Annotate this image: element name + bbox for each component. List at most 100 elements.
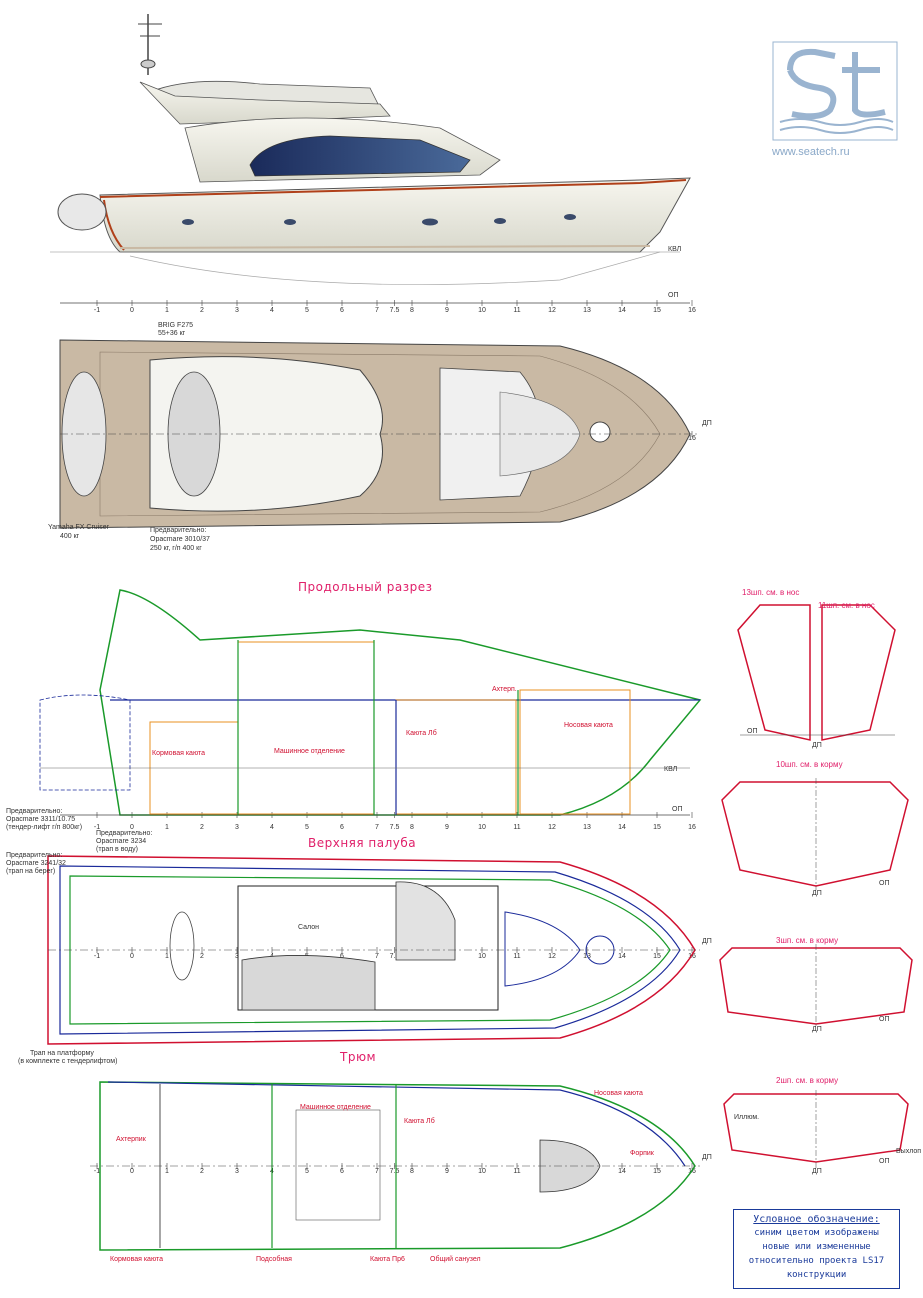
section-note2-a: Предварительно: (96, 830, 153, 837)
legend-box: Условное обозначение: синим цветом изобр… (733, 1209, 900, 1289)
crane-label-2: Opacmare 3010/37 (150, 536, 210, 543)
legend-line-1: синим цветом изображены (754, 1228, 879, 1238)
hold-room-cabin-lb: Каюта Лб (404, 1118, 435, 1125)
legend-line-3: относительно проекта LS17 (748, 1256, 885, 1266)
section-10-op: ОП (879, 880, 890, 887)
upper-deck-title: Верхняя палуба (308, 836, 417, 850)
station-label: 12 (548, 953, 556, 960)
ladder-label-1: Трап на платформу (30, 1050, 94, 1057)
hold-dp: ДП (702, 1154, 712, 1161)
boat-label: BRIG F275 (158, 322, 194, 329)
station-label: 14 (618, 307, 626, 314)
station-label: 1 (165, 953, 169, 960)
section-note2-c: (трап в воду) (96, 846, 139, 853)
section-room-engine: Машинное отделение (274, 748, 345, 755)
station-label: 11 (513, 307, 520, 314)
station-label: 15 (653, 953, 661, 960)
station-label: -1 (94, 824, 100, 831)
station-label: 10 (478, 307, 486, 314)
section-13-op: ОП (747, 728, 758, 735)
legend-title: Условное обозначение: (753, 1214, 880, 1225)
hold-room-forpik: Форпик (630, 1150, 654, 1157)
station-label: 14 (618, 824, 626, 831)
station-label: 0 (130, 824, 134, 831)
station-label: 14 (618, 1168, 626, 1175)
section-3-op: ОП (879, 1016, 890, 1023)
section-2-right-label: Выхлоп (896, 1148, 922, 1155)
legend-line-4: конструкции (786, 1270, 847, 1280)
station-label: 16 (688, 435, 696, 442)
station-label: 3 (235, 307, 239, 314)
section-13-dp: ДП (812, 742, 822, 749)
station-label: 1 (165, 307, 169, 314)
station-label: 15 (653, 824, 661, 831)
site-url[interactable]: www.seatech.ru (772, 146, 850, 158)
section-11-title: 11шп. см. в нос (818, 601, 875, 610)
section-room-cabin-lb: Каюта Лб (406, 730, 437, 737)
station-label: 7 (375, 824, 379, 831)
upper-deck-note-b: Opacmare 3241/32 (6, 860, 66, 867)
section-3-dp: ДП (812, 1026, 822, 1033)
station-label: 5 (305, 307, 309, 314)
section-2-op: ОП (879, 1158, 890, 1165)
seatech-logo-icon (772, 41, 898, 141)
station-label: 6 (340, 953, 344, 960)
station-label: 1 (165, 824, 169, 831)
jet-label: Yamaha FX Cruiser (48, 524, 109, 531)
station-label: 11 (513, 824, 520, 831)
upper-deck-note-a: Предварительно: (6, 852, 63, 859)
station-label: 13 (583, 824, 591, 831)
section-2 (723, 1090, 909, 1168)
station-label: 3 (235, 1168, 239, 1175)
station-label: 2 (200, 824, 204, 831)
station-label: 6 (340, 307, 344, 314)
station-label: 2 (200, 953, 204, 960)
station-label: 16 (688, 953, 696, 960)
upper-deck-dp: ДП (702, 938, 712, 945)
section-room-aft-cabin: Кормовая каюта (152, 750, 206, 757)
profile-op-label: ОП (668, 292, 679, 299)
station-label: 9 (445, 307, 449, 314)
ladder-label-2: (в комплекте с тендерлифтом) (18, 1058, 118, 1065)
station-label: -1 (94, 1168, 100, 1175)
station-label: -1 (94, 307, 100, 314)
station-label: 8 (410, 824, 414, 831)
station-label: 8 (410, 1168, 414, 1175)
section-3-title: 3шп. см. в корму (776, 936, 839, 945)
section-room-akhterp: Ахтерп. (492, 686, 517, 693)
station-label: -1 (94, 953, 100, 960)
boat-weight: 55+36 кг (158, 330, 186, 337)
hold-bottom-wc: Общий санузел (430, 1256, 481, 1263)
station-label: 16 (688, 307, 696, 314)
top-plan-view (59, 339, 700, 529)
upper-deck-plan (47, 855, 700, 1045)
section-3 (719, 944, 913, 1028)
top-plan-dp: ДП (702, 420, 712, 427)
section-10-title: 10шп. см. в корму (776, 760, 843, 769)
station-label: 7 (375, 1168, 379, 1175)
station-label: 9 (445, 1168, 449, 1175)
section-2-title: 2шп. см. в корму (776, 1076, 839, 1085)
profile-view (50, 14, 691, 304)
station-label: 1 (165, 1168, 169, 1175)
hold-plan (90, 1081, 700, 1251)
section-10 (721, 778, 909, 890)
section-2-dp: ДП (812, 1168, 822, 1175)
section-note1-c: (тендер-лифт г/п 800кг) (6, 824, 83, 831)
crane-label-1: Предварительно: (150, 527, 207, 534)
section-13-title: 13шп. см. в нос (742, 588, 800, 597)
station-label: 3 (235, 824, 239, 831)
station-label: 14 (618, 953, 626, 960)
station-label: 7.5 (390, 824, 400, 831)
hold-room-engine: Машинное отделение (300, 1104, 371, 1111)
hold-title: Трюм (340, 1050, 377, 1064)
station-label: 9 (445, 824, 449, 831)
hold-bottom-utility: Подсобная (256, 1256, 292, 1263)
station-label: 0 (130, 1168, 134, 1175)
station-label: 16 (688, 824, 696, 831)
station-label: 6 (340, 824, 344, 831)
upper-deck-note-c: (трап на берег) (6, 868, 56, 875)
station-label: 7 (375, 307, 379, 314)
section-kvl-label: КВЛ (664, 766, 678, 773)
station-label: 0 (130, 307, 134, 314)
